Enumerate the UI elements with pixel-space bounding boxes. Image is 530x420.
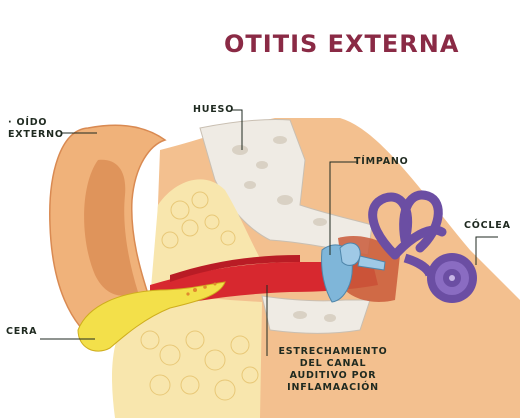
ear-canal — [150, 260, 378, 312]
wax-specks — [186, 282, 217, 296]
label-coclea: CÓCLEA — [464, 220, 511, 231]
leader-hueso — [232, 109, 243, 150]
fatty-tissue-lower — [112, 298, 263, 418]
bone-pores — [232, 136, 336, 322]
semicircular-canals — [368, 190, 447, 260]
leader-lines — [40, 109, 498, 356]
label-hueso: HUESO — [193, 104, 235, 115]
leader-timpano — [329, 161, 357, 255]
ear-wax — [77, 281, 226, 352]
cochlea — [403, 253, 477, 303]
label-estrechamiento: ESTRECHAMIENTO DEL CANAL AUDITIVO POR IN… — [278, 346, 388, 393]
leader-coclea — [475, 236, 498, 265]
pinna-concha — [84, 159, 138, 296]
temporal-bone-lower — [261, 295, 371, 334]
fat-cells — [140, 191, 259, 401]
canal-inflamed-wall — [170, 255, 300, 282]
label-timpano: TÍMPANO — [354, 156, 409, 167]
ossicles — [339, 242, 386, 271]
label-cera: CERA — [6, 326, 38, 337]
diagram-title: OTITIS EXTERNA — [224, 30, 460, 58]
label-oido-externo: · OÍDO EXTERNO — [8, 117, 64, 140]
